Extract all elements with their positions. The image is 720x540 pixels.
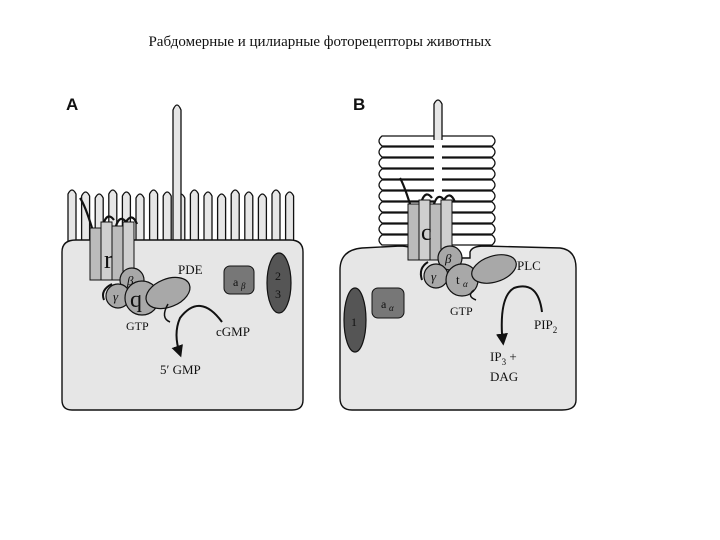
panel-b-cilium — [378, 99, 496, 246]
panel-b-plc — [471, 254, 517, 284]
panel-a-g-gamma: γ — [113, 289, 119, 304]
microvillus — [284, 191, 295, 244]
microvillus — [67, 189, 77, 244]
panel-a-inactive-alpha — [223, 265, 255, 295]
panel-b-inactive-alpha — [371, 287, 405, 319]
panel-a-pde — [145, 276, 191, 310]
cilium-stalk — [433, 99, 443, 140]
panel-a-g-beta: β — [126, 273, 134, 288]
tall-microvillus — [172, 104, 182, 244]
microvillus — [230, 189, 240, 244]
microvillus — [244, 191, 254, 244]
panel-b-channel-label: 1 — [351, 315, 357, 329]
panel-a-product-label: 5′ GMP — [160, 362, 201, 377]
microvillus — [271, 189, 281, 244]
panel-a-effector-label: PDE — [178, 262, 203, 277]
panel-a-receptor-label: r — [104, 245, 113, 274]
panel-b-channel — [343, 287, 367, 353]
panel-a-inactive-alpha-label: a — [233, 275, 239, 289]
panel-a-gtp-label: GTP — [126, 319, 149, 333]
panel-b-product-line2: DAG — [490, 369, 518, 384]
panel-b-g-protein: β γ t α — [419, 245, 479, 297]
panel-a-g-alpha: q — [130, 287, 142, 313]
microvillus — [148, 189, 159, 244]
microvillus — [135, 193, 145, 244]
microvillus — [216, 193, 227, 244]
panel-b-inactive-alpha-label: a — [381, 297, 387, 311]
panel-a-reaction-arrow — [171, 305, 223, 358]
disc-membrane-folds — [378, 135, 434, 246]
panel-a-channel — [266, 252, 292, 314]
panel-a-receptor: r — [79, 197, 139, 281]
panel-b-g-alpha: t — [456, 272, 460, 287]
panel-b-inactive-alpha-sub: α — [389, 303, 394, 313]
microvillus — [203, 191, 213, 244]
panel-a-inactive-alpha-sub: β — [240, 281, 246, 291]
panel-b-label: B — [353, 95, 365, 114]
panel-b-g-beta: β — [444, 251, 452, 266]
panel-b-gtp-label: GTP — [450, 304, 473, 318]
disc-membrane-folds — [442, 135, 496, 246]
slide-title: Рабдомерные и цилиарные фоторецепторы жи… — [148, 34, 492, 50]
panel-b-receptor: c — [399, 177, 457, 261]
panel-b-receptor-label: c — [421, 220, 432, 246]
panel-a-label: A — [66, 95, 78, 114]
microvillus — [162, 191, 172, 244]
microvillus — [257, 193, 268, 244]
panel-b-reaction-arrow — [496, 285, 543, 346]
panel-b-effector-label: PLC — [517, 258, 541, 273]
panel-b-g-alpha-sub: α — [463, 279, 468, 289]
panel-a-substrate-label: cGMP — [216, 324, 250, 339]
panel-a-channel-top: 2 — [275, 269, 281, 283]
panel-a-channel-bottom: 3 — [275, 287, 281, 301]
microvillus — [189, 189, 200, 244]
panel-b-product-line1: IP3 + — [490, 349, 517, 367]
panel-a: A r β γ q α PDE GTP — [61, 95, 304, 411]
panel-b: B c β γ t α PLC GTP — [339, 95, 577, 411]
panel-b-g-gamma: γ — [431, 269, 437, 284]
panel-b-substrate-label: PIP2 — [534, 317, 557, 335]
